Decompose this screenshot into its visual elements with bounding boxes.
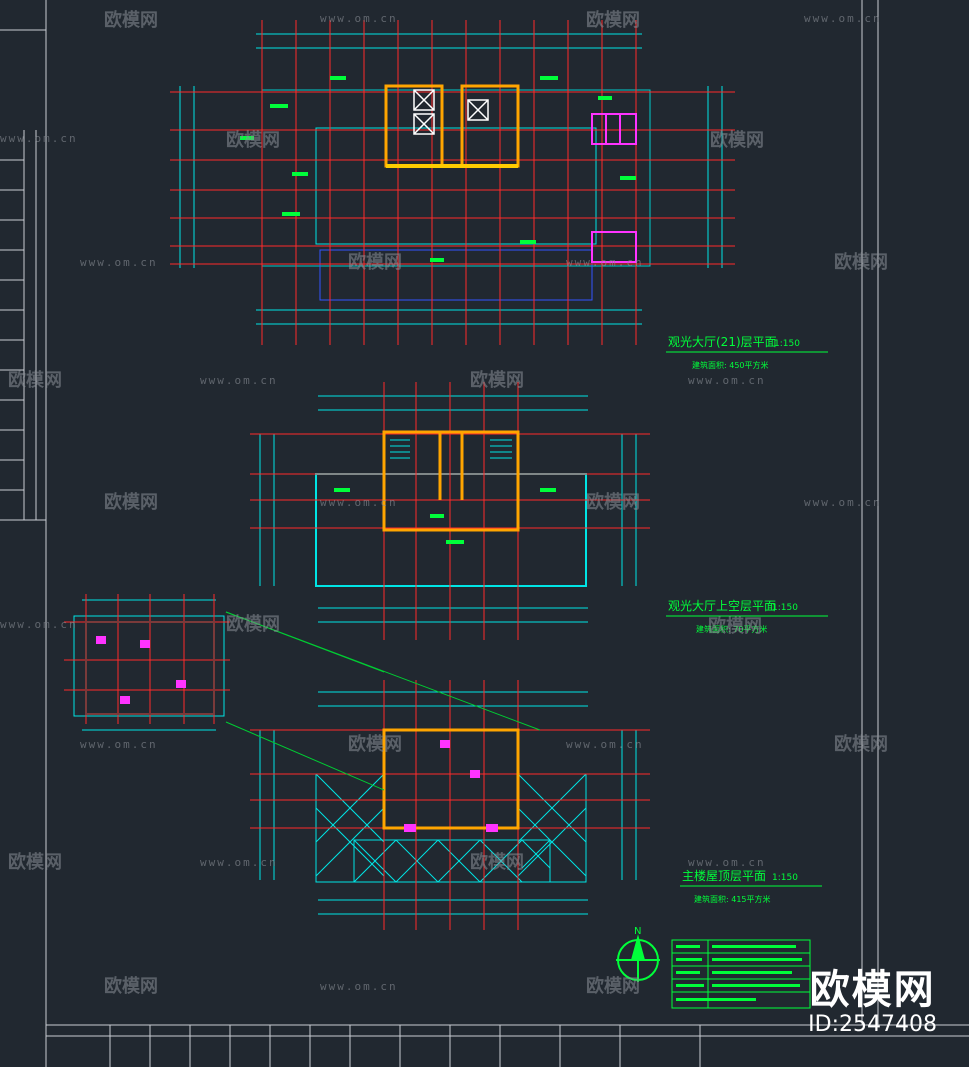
plan-upper-void (250, 382, 650, 640)
watermark-brand: 欧模网 (708, 615, 762, 637)
watermark-url: www.om.cn (566, 256, 644, 269)
dimension-lines (179, 33, 723, 325)
plan-title-1: 观光大厅(21)层平面 1:150 建筑面积: 450平方米 (666, 335, 828, 370)
plan-title-1-text: 观光大厅(21)层平面 (668, 335, 777, 349)
watermark-url: www.om.cn (804, 496, 882, 509)
watermark-url: www.om.cn (80, 738, 158, 751)
elevator-shafts (413, 89, 489, 135)
plan-title-3-text: 主楼屋顶层平面 (682, 868, 766, 883)
watermark-brand: 欧模网 (834, 733, 888, 755)
plan-title-1-scale: 1:150 (774, 339, 800, 349)
watermark-url: www.om.cn (320, 496, 398, 509)
plan-title-2-note: 建筑面积: 70平方米 (696, 624, 767, 634)
brand-logo: 欧模网 ID:2547408 (808, 968, 937, 1038)
watermark-url: www.om.cn (688, 856, 766, 869)
watermark-brand: 欧模网 (104, 975, 158, 997)
watermarks: 欧模网 欧模网 www.om.cn www.om.cn 欧模网 欧模网 www.… (0, 9, 888, 997)
section-lines (225, 611, 541, 791)
logo-id: ID:2547408 (808, 1012, 937, 1037)
title-block (46, 1025, 969, 1067)
watermark-url: www.om.cn (0, 618, 78, 631)
notes-table (671, 939, 811, 1009)
watermark-brand: 欧模网 (348, 251, 402, 273)
watermark-brand: 欧模网 (8, 369, 62, 391)
door-marks (96, 636, 186, 704)
plan-title-3-scale: 1:150 (772, 873, 798, 883)
annotation-marks (334, 488, 556, 544)
dimension-lines (259, 395, 637, 623)
watermark-url: www.om.cn (200, 374, 278, 387)
watermark-brand: 欧模网 (226, 613, 280, 635)
core-walls (384, 84, 520, 168)
north-arrow-label: N (634, 926, 641, 937)
plan-title-2-text: 观光大厅上空层平面 (668, 599, 776, 613)
watermark-brand: 欧模网 (586, 491, 640, 513)
watermark-brand: 欧模网 (8, 851, 62, 873)
watermark-brand: 欧模网 (104, 9, 158, 31)
watermark-brand: 欧模网 (226, 129, 280, 151)
plan-title-3-note: 建筑面积: 415平方米 (694, 894, 771, 904)
logo-brand: 欧模网 (809, 967, 936, 1013)
watermark-url: www.om.cn (80, 256, 158, 269)
watermark-url: www.om.cn (320, 12, 398, 25)
walls (85, 621, 215, 715)
watermark-brand: 欧模网 (710, 129, 764, 151)
plan-sightseeing-hall (170, 20, 735, 345)
watermark-url: www.om.cn (566, 738, 644, 751)
left-title-strip (0, 159, 24, 491)
watermark-brand: 欧模网 (586, 975, 640, 997)
door-marks (404, 740, 498, 832)
axis-grid (250, 680, 650, 930)
core-walls (382, 430, 520, 532)
watermark-brand: 欧模网 (470, 369, 524, 391)
roof-truss-hatch (315, 773, 587, 883)
watermark-brand: 欧模网 (586, 9, 640, 31)
dimension-lines (259, 691, 637, 915)
core-walls (382, 728, 520, 830)
watermark-url: www.om.cn (804, 12, 882, 25)
watermark-brand: 欧模网 (834, 251, 888, 273)
north-arrow-icon: N (616, 926, 660, 982)
toilet-fixtures (591, 113, 637, 263)
watermark-brand: 欧模网 (470, 851, 524, 873)
plan-title-2-scale: 1:150 (772, 603, 798, 613)
annotation-marks (240, 76, 636, 262)
watermark-brand: 欧模网 (348, 733, 402, 755)
watermark-url: www.om.cn (688, 374, 766, 387)
notes-table-marks (676, 945, 802, 1001)
watermark-brand: 欧模网 (104, 491, 158, 513)
plan-title-1-note: 建筑面积: 450平方米 (692, 360, 769, 370)
watermark-url: www.om.cn (320, 980, 398, 993)
watermark-url: www.om.cn (0, 132, 78, 145)
plan-title-2: 观光大厅上空层平面 1:150 建筑面积: 70平方米 (666, 599, 828, 634)
axis-grid (170, 20, 735, 345)
stair-hatching (390, 439, 512, 459)
axis-grid (64, 594, 230, 724)
watermark-url: www.om.cn (200, 856, 278, 869)
plan-main-roof (225, 611, 650, 930)
dimension-lines (73, 599, 225, 731)
plan-roof-detail (64, 594, 230, 731)
plan-title-3: 主楼屋顶层平面 1:150 建筑面积: 415平方米 (680, 868, 822, 904)
